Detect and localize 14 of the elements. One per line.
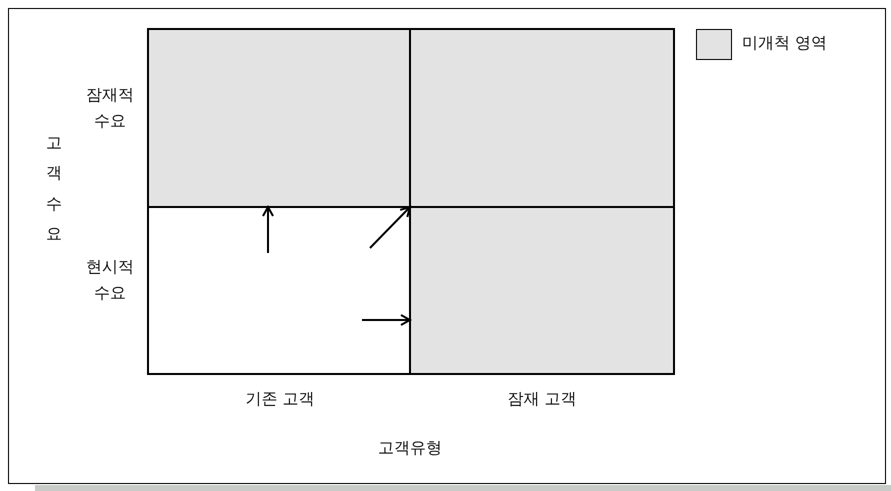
axis-title: 고객유형 — [377, 437, 443, 459]
quadrant-box — [409, 206, 675, 375]
legend-label: 미개척 영역 — [742, 33, 828, 54]
axis-tick-label: 잠재 고객 — [506, 388, 578, 410]
axis-tick-label: 기존 고객 — [244, 388, 316, 410]
arrow — [369, 206, 411, 249]
arrow — [362, 314, 411, 326]
axis-tick-label: 잠재적 수요 — [85, 84, 135, 132]
quadrant-box — [147, 206, 411, 375]
axis-tick-label: 현시적 수요 — [85, 256, 135, 304]
quadrant-box — [409, 28, 675, 208]
axis-title: 고객수요 — [46, 132, 62, 246]
quadrant-box — [147, 28, 411, 208]
arrow — [262, 206, 274, 253]
